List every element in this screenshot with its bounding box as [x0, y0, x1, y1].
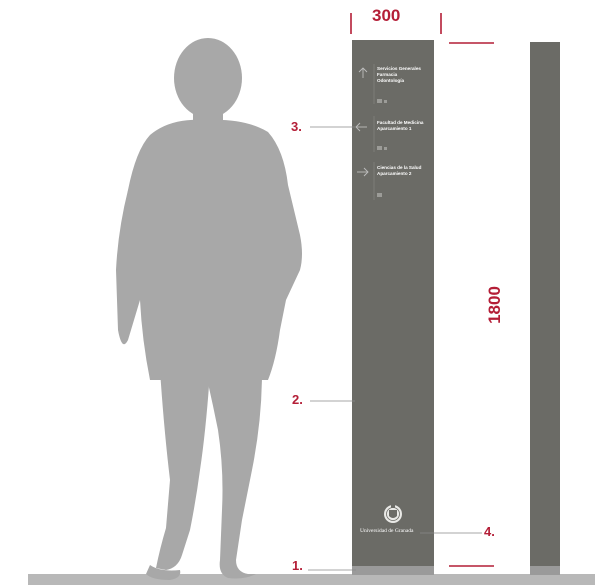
service-pictogram-icon [377, 99, 387, 197]
sign-base [352, 566, 434, 575]
width-dimension-label: 300 [372, 6, 401, 25]
university-logo-text: Universidad de Granada [360, 528, 414, 534]
callout-4: 4. [484, 524, 495, 539]
arrow-up-icon [358, 67, 368, 78]
height-dimension-label: 1800 [485, 286, 504, 324]
sign-pole-side [530, 42, 560, 568]
ground-line [28, 574, 595, 585]
arrow-right-icon [357, 167, 369, 177]
directory-entry: Facultad de Medicina Aparcamiento 1 [377, 120, 424, 131]
sign-pole-front [352, 40, 434, 568]
callout-3: 3. [291, 119, 302, 134]
university-crest-icon [384, 505, 402, 523]
arrow-left-icon [355, 122, 367, 132]
callout-1: 1. [292, 558, 303, 573]
directory-entry: Servicios Generales Farmacia Odontología [377, 66, 421, 83]
side-pole-base [530, 566, 560, 575]
human-silhouette [116, 38, 302, 580]
callout-2: 2. [292, 392, 303, 407]
directory-entry: Ciencias de la Salud Aparcamiento 2 [377, 165, 422, 176]
